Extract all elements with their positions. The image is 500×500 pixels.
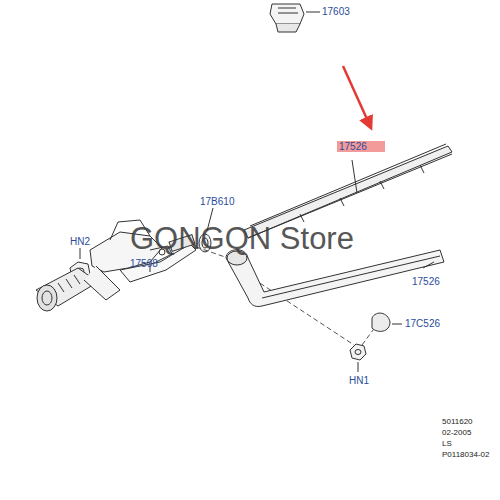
drawing-note: LS bbox=[442, 440, 452, 449]
callout-number: 17C526 bbox=[405, 318, 440, 329]
callout-number: 17508 bbox=[130, 258, 158, 269]
connector-part bbox=[270, 4, 320, 32]
nut-part bbox=[350, 344, 366, 372]
callout-number: 17526 bbox=[412, 276, 440, 287]
drawing-note: P0118034-02 bbox=[442, 451, 489, 460]
drawing-note: 5011620 bbox=[442, 418, 473, 427]
watermark: GQNGQN Store bbox=[130, 222, 354, 256]
callout-number: 17603 bbox=[322, 6, 350, 17]
cap-part bbox=[372, 313, 402, 331]
callout-number: 17B610 bbox=[200, 196, 234, 207]
callout-number: HN1 bbox=[349, 375, 369, 386]
callout-number: HN2 bbox=[70, 236, 90, 247]
drawing-note: 02-2005 bbox=[442, 429, 471, 438]
pointer-arrow bbox=[343, 66, 371, 128]
wiper-arm bbox=[226, 250, 444, 307]
callout-number: 17526 bbox=[337, 141, 385, 152]
